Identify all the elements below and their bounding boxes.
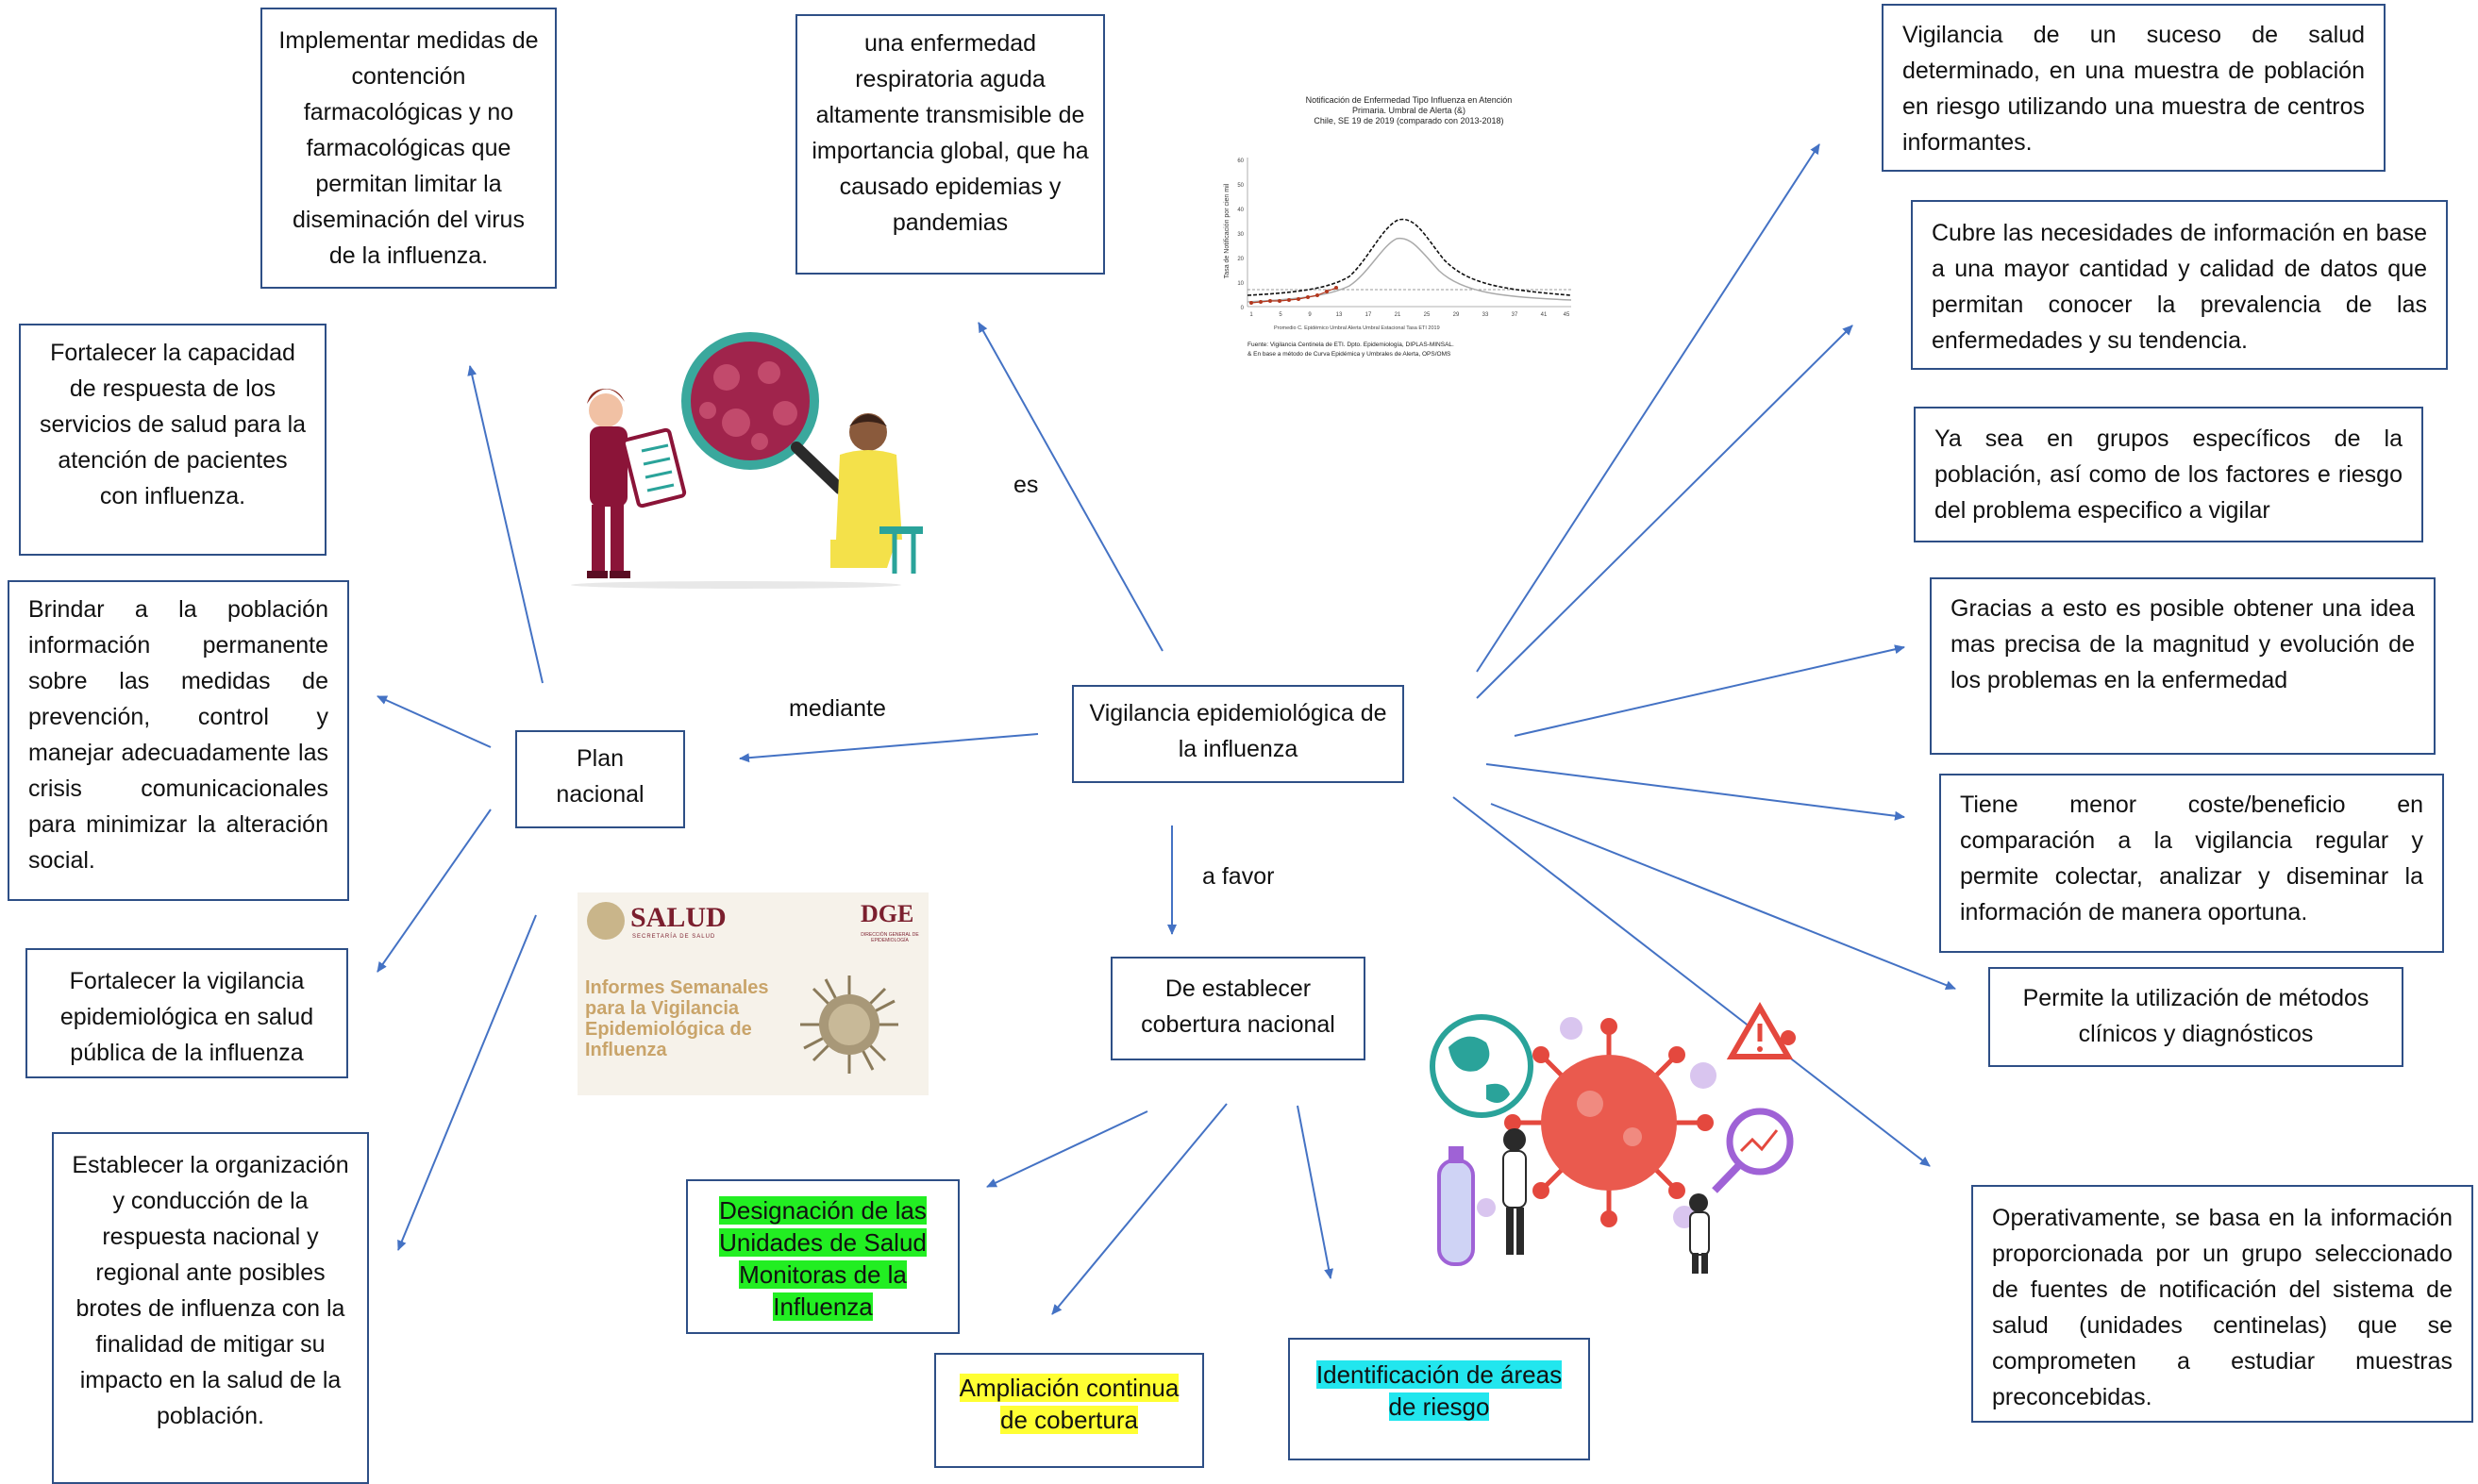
svg-text:37: 37 bbox=[1512, 312, 1518, 318]
characteristic-text: Vigilancia de un suceso de salud determi… bbox=[1902, 22, 2365, 156]
arrow-to-char4 bbox=[1514, 644, 1905, 737]
plan-objective-text: Brindar a la población información perma… bbox=[28, 596, 328, 874]
central-concept-box: Vigilancia epidemiológica de la influenz… bbox=[1072, 685, 1404, 783]
report-title: Informes Semanales para la Vigilancia Ep… bbox=[585, 977, 769, 1060]
plan-objective-text: Fortalecer la capacidad de respuesta de … bbox=[39, 340, 307, 509]
plan-nacional-box: Plan nacional bbox=[515, 730, 685, 828]
coverage-box: De establecer cobertura nacional bbox=[1111, 957, 1365, 1060]
coverage-item-text: Designación de las Unidades de Salud Mon… bbox=[719, 1196, 927, 1321]
svg-text:Chile, SE 19 de 2019 (comparad: Chile, SE 19 de 2019 (comparado con 2013… bbox=[1314, 116, 1503, 125]
dge-logo-subtitle: DIRECCIÓN GENERAL DE EPIDEMIOLOGÍA bbox=[861, 932, 919, 943]
characteristic-text: Gracias a esto es posible obtener una id… bbox=[1951, 595, 2415, 693]
arrow-cov-to-item2 bbox=[1051, 1103, 1228, 1315]
coverage-item-3: Identificación de áreas de riesgo bbox=[1288, 1338, 1590, 1460]
arrow-to-char6 bbox=[1490, 803, 1956, 990]
arrow-to-char7 bbox=[1452, 796, 1931, 1167]
label-es: es bbox=[1013, 472, 1039, 498]
arrow-to-definition bbox=[978, 322, 1164, 652]
arrow-to-char1 bbox=[1476, 143, 1820, 673]
characteristic-text: Ya sea en grupos específicos de la pobla… bbox=[1934, 425, 2403, 524]
svg-text:20: 20 bbox=[1237, 257, 1244, 262]
arrow-cov-to-item1 bbox=[986, 1110, 1148, 1188]
svg-text:Primaria. Umbral de Alerta (&: Primaria. Umbral de Alerta (&) bbox=[1352, 106, 1465, 115]
arrow-cov-to-item3 bbox=[1297, 1105, 1334, 1279]
salud-seal-icon bbox=[587, 902, 625, 940]
plan-objective-text: Implementar medidas de contención farmac… bbox=[278, 27, 539, 269]
plan-objective-3: Brindar a la población información perma… bbox=[8, 580, 349, 901]
weekly-report-banner: SALUD SECRETARÍA DE SALUD DGE DIRECCIÓN … bbox=[578, 892, 929, 1095]
plan-objective-2: Fortalecer la capacidad de respuesta de … bbox=[19, 324, 326, 556]
svg-text:Tasa de Notificación por cien: Tasa de Notificación por cien mil bbox=[1224, 183, 1231, 278]
svg-text:5: 5 bbox=[1279, 312, 1282, 318]
svg-text:45: 45 bbox=[1564, 312, 1570, 318]
svg-text:30: 30 bbox=[1237, 232, 1244, 238]
arrow-to-char5 bbox=[1485, 763, 1905, 821]
characteristic-text: Cubre las necesidades de información en … bbox=[1932, 220, 2427, 354]
characteristic-5: Tiene menor coste/beneficio en comparaci… bbox=[1939, 774, 2444, 953]
coverage-item-text: Ampliación continua de cobertura bbox=[959, 1374, 1180, 1434]
svg-text:41: 41 bbox=[1541, 312, 1548, 318]
svg-text:Promedio C. Epidémico Umbral: Promedio C. Epidémico Umbral Alerta Umbr… bbox=[1274, 325, 1440, 331]
svg-text:13: 13 bbox=[1336, 312, 1343, 318]
svg-text:0: 0 bbox=[1241, 306, 1245, 311]
salud-logo-text: SALUD bbox=[630, 902, 727, 933]
characteristic-1: Vigilancia de un suceso de salud determi… bbox=[1882, 4, 2386, 172]
arrow-to-plan bbox=[739, 733, 1039, 763]
salud-logo-subtitle: SECRETARÍA DE SALUD bbox=[632, 934, 716, 940]
arrow-plan-to-obj5 bbox=[397, 914, 537, 1251]
coverage-item-2: Ampliación continua de cobertura bbox=[934, 1353, 1204, 1468]
arrow-to-char2 bbox=[1476, 325, 1853, 699]
virus-icon bbox=[800, 975, 898, 1074]
svg-text:10: 10 bbox=[1237, 281, 1244, 287]
plan-objective-text: Establecer la organización y conducción … bbox=[72, 1152, 349, 1429]
label-a-favor: a favor bbox=[1202, 863, 1275, 890]
arrow-plan-to-obj1 bbox=[467, 365, 544, 684]
plan-nacional-text: Plan nacional bbox=[556, 745, 645, 808]
arrow-plan-to-obj4 bbox=[377, 809, 492, 973]
svg-text:25: 25 bbox=[1424, 312, 1431, 318]
characteristic-text: Tiene menor coste/beneficio en comparaci… bbox=[1960, 792, 2423, 925]
plan-objective-5: Establecer la organización y conducción … bbox=[52, 1132, 369, 1484]
svg-text:60: 60 bbox=[1237, 158, 1244, 164]
central-concept-text: Vigilancia epidemiológica de la influenz… bbox=[1089, 700, 1387, 762]
plan-objective-text: Fortalecer la vigilancia epidemiológica … bbox=[59, 968, 314, 1066]
characteristic-6: Permite la utilización de métodos clínic… bbox=[1988, 967, 2403, 1067]
dge-logo-text: DGE bbox=[861, 900, 914, 927]
svg-text:1: 1 bbox=[1249, 312, 1253, 318]
influenza-surveillance-chart: Notificación de Enfermedad Tipo Influenz… bbox=[1217, 90, 1600, 373]
coverage-item-1: Designación de las Unidades de Salud Mon… bbox=[686, 1179, 960, 1334]
svg-text:Notificación de Enfermedad Tip: Notificación de Enfermedad Tipo Influenz… bbox=[1306, 95, 1513, 105]
label-mediante: mediante bbox=[789, 695, 886, 722]
svg-text:50: 50 bbox=[1237, 183, 1244, 189]
doctors-virus-illustration bbox=[566, 321, 925, 590]
svg-text:40: 40 bbox=[1237, 208, 1244, 213]
svg-text:29: 29 bbox=[1453, 312, 1460, 318]
svg-text:& En base a método de Curva Ep: & En base a método de Curva Epidémica y … bbox=[1247, 351, 1451, 358]
plan-objective-1: Implementar medidas de contención farmac… bbox=[260, 8, 557, 289]
svg-text:33: 33 bbox=[1482, 312, 1489, 318]
characteristic-2: Cubre las necesidades de información en … bbox=[1911, 200, 2448, 370]
characteristic-3: Ya sea en grupos específicos de la pobla… bbox=[1914, 407, 2423, 542]
svg-text:9: 9 bbox=[1308, 312, 1312, 318]
virus-research-illustration bbox=[1373, 972, 1840, 1278]
definition-box: una enfermedad respiratoria aguda altame… bbox=[795, 14, 1105, 275]
characteristic-4: Gracias a esto es posible obtener una id… bbox=[1930, 577, 2436, 755]
coverage-item-text: Identificación de áreas de riesgo bbox=[1315, 1360, 1563, 1421]
coverage-text: De establecer cobertura nacional bbox=[1141, 975, 1335, 1038]
characteristic-text: Permite la utilización de métodos clínic… bbox=[2022, 985, 2369, 1047]
svg-text:Fuente: Vigilancia Centinela d: Fuente: Vigilancia Centinela de ETI. Dpt… bbox=[1247, 342, 1454, 348]
arrow-plan-to-obj3 bbox=[377, 695, 492, 748]
plan-objective-4: Fortalecer la vigilancia epidemiológica … bbox=[25, 948, 348, 1078]
characteristic-text: Operativamente, se basa en la informació… bbox=[1992, 1205, 2453, 1410]
svg-text:17: 17 bbox=[1365, 312, 1372, 318]
characteristic-7: Operativamente, se basa en la informació… bbox=[1971, 1185, 2473, 1423]
svg-text:21: 21 bbox=[1395, 312, 1401, 318]
definition-text: una enfermedad respiratoria aguda altame… bbox=[812, 30, 1089, 236]
